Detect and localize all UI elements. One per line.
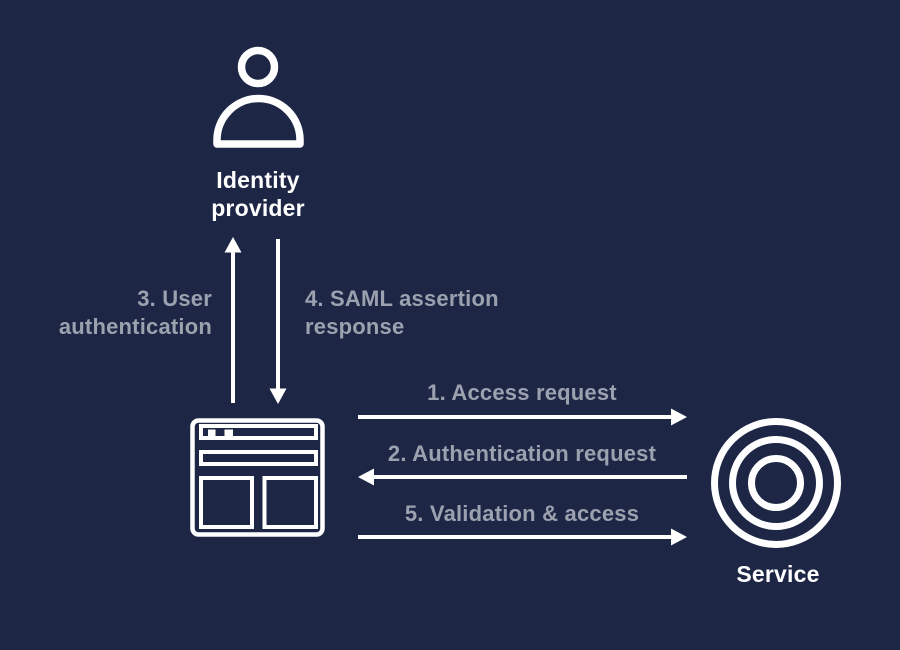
arrowhead-up (224, 237, 242, 253)
person-head (237, 46, 279, 88)
step-label-validation-access: 5. Validation & access (404, 501, 640, 526)
browser-address-bar (199, 450, 318, 466)
browser-right-panel (262, 476, 318, 529)
target-inner-ring (748, 455, 804, 511)
browser-window-icon (190, 418, 325, 537)
arrowhead-left (358, 468, 374, 486)
step-label-user-authentication: 3. User authentication (58, 286, 212, 339)
arrow-saml-assertion-response (269, 239, 287, 404)
arrow-validation-access (358, 528, 687, 546)
person-body (213, 94, 304, 148)
step-label-authentication-request: 2. Authentication request (387, 441, 657, 466)
target-outer-ring (711, 418, 841, 548)
person-icon (213, 46, 304, 148)
arrow-access-request (358, 408, 687, 426)
arrowhead-down (269, 388, 287, 404)
target-icon (711, 418, 841, 548)
target-middle-ring (729, 436, 823, 530)
browser-left-panel (199, 476, 254, 529)
step-label-access-request: 1. Access request (427, 380, 617, 405)
identity-provider-label: Identity provider (211, 167, 305, 221)
arrowhead-right (671, 408, 687, 426)
browser-frame (190, 418, 325, 537)
arrowhead-right (671, 528, 687, 546)
step-label-saml-assertion-response: 4. SAML assertion response (305, 286, 499, 339)
browser-button-dot (208, 429, 216, 437)
arrow-authentication-request (358, 468, 687, 486)
service-label: Service (736, 561, 820, 587)
arrow-user-authentication (224, 237, 242, 403)
browser-title-bar (199, 424, 318, 440)
browser-button-dot (224, 429, 233, 437)
